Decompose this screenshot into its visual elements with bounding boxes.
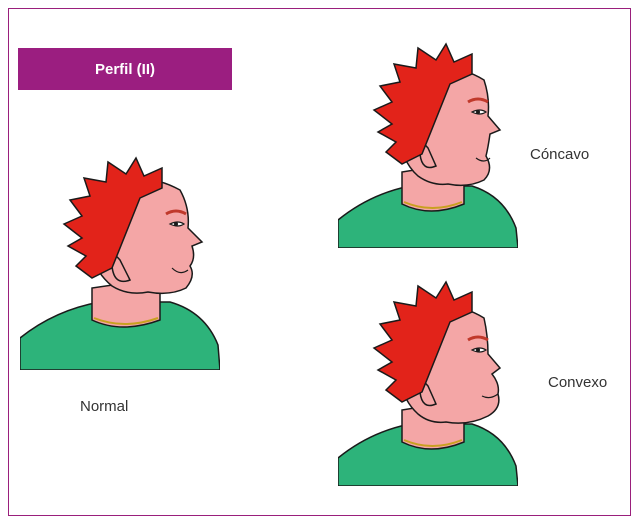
- caption-convexo: Convexo: [548, 374, 607, 391]
- figure-title-bar: Perfil (II): [18, 48, 232, 90]
- face-profile-convex-icon: [338, 274, 518, 486]
- face-profile-normal-icon: [20, 128, 220, 370]
- face-profile-concave-icon: [338, 36, 518, 248]
- caption-normal: Normal: [80, 398, 128, 415]
- caption-concavo: Cóncavo: [530, 146, 589, 163]
- figure-title: Perfil (II): [95, 61, 155, 78]
